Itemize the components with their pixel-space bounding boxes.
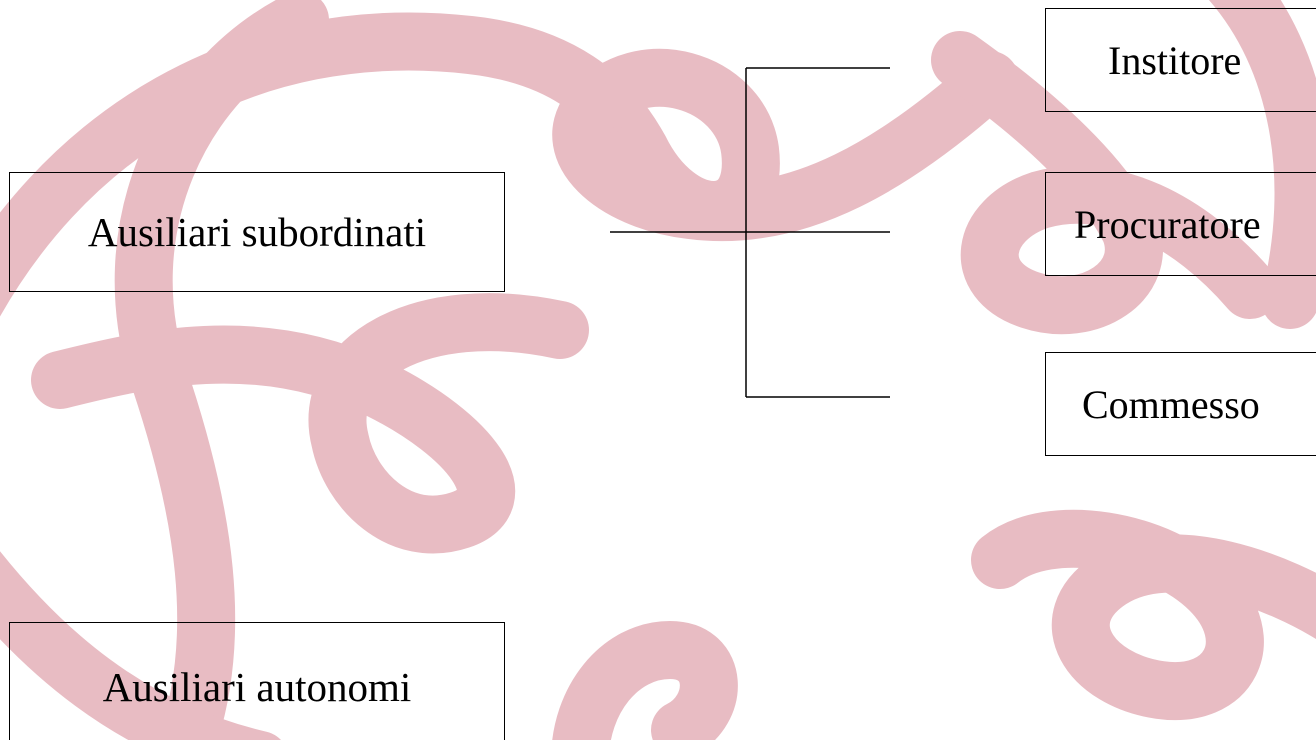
- ribbon-arc-right-edge: [1208, 0, 1316, 329]
- ribbon-loop-middle: [31, 293, 589, 554]
- ribbon-loop-upper: [552, 48, 1019, 242]
- node-institore: Institore: [1045, 8, 1316, 112]
- ribbon-sweep-lower: [0, 551, 281, 740]
- node-label: Procuratore: [1074, 201, 1261, 247]
- ribbon-loop-bottom-right: [971, 509, 1316, 721]
- ribbon-loop-right: [931, 31, 1279, 335]
- node-label: Institore: [1108, 37, 1242, 83]
- node-ausiliari-subordinati: Ausiliari subordinati: [9, 172, 505, 292]
- ribbon-loop-bottom-center: [552, 621, 738, 740]
- node-procuratore: Procuratore: [1045, 172, 1316, 276]
- node-label: Ausiliari subordinati: [87, 209, 427, 255]
- node-commesso: Commesso: [1045, 352, 1316, 456]
- node-label: Ausiliari autonomi: [102, 664, 412, 710]
- node-label: Commesso: [1082, 381, 1260, 427]
- node-ausiliari-autonomi: Ausiliari autonomi: [9, 622, 505, 740]
